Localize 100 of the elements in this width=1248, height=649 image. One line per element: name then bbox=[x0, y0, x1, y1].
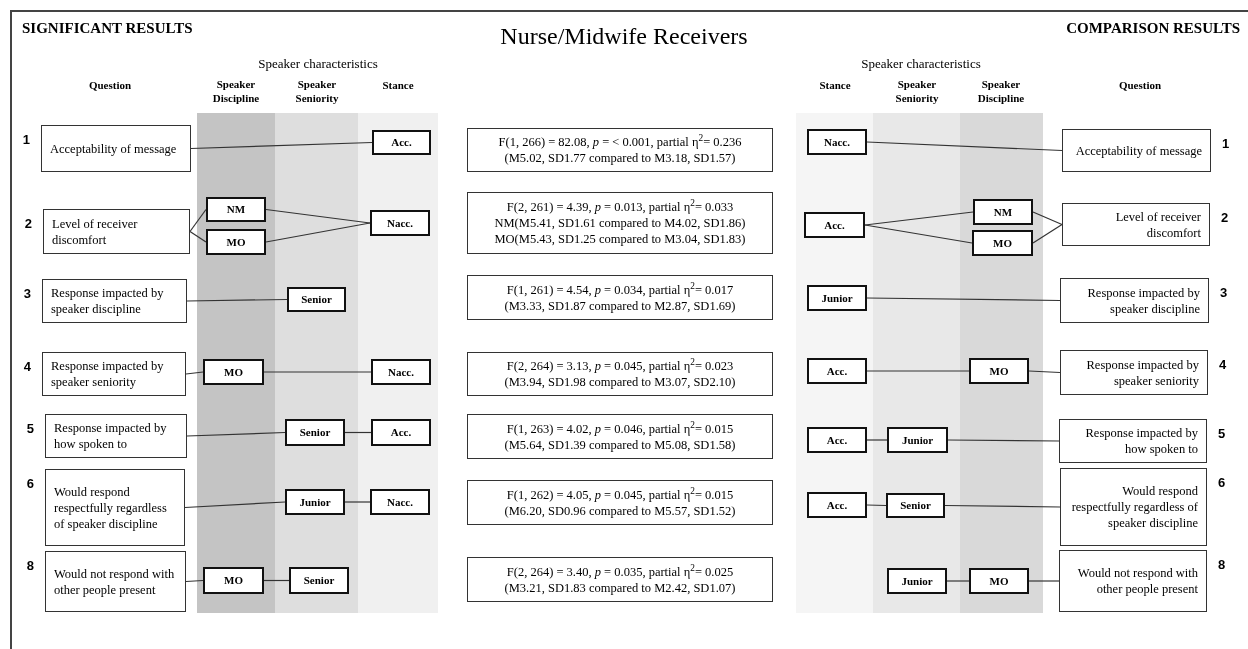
characteristic-box bbox=[206, 197, 266, 222]
column-header: Speaker characteristics bbox=[860, 55, 982, 73]
statistics-box bbox=[467, 557, 773, 602]
statistics-box bbox=[467, 128, 773, 172]
connector-line bbox=[189, 230, 207, 243]
connector-line bbox=[1028, 580, 1060, 582]
column-header: Stance bbox=[381, 78, 415, 93]
characteristic-box bbox=[887, 568, 947, 594]
connector-line bbox=[263, 579, 290, 582]
statistics-text: F(2, 264) = 3.13, p = 0.045, partial η$^{2}$= 0.023 bbox=[506, 358, 734, 374]
characteristic-text: Nacc. bbox=[387, 494, 413, 510]
connector-line bbox=[344, 431, 372, 434]
connector-line bbox=[265, 222, 371, 243]
question-text: Level of receiver discomfort bbox=[52, 215, 139, 248]
characteristic-text: Senior bbox=[301, 292, 332, 308]
row-number: 8 bbox=[1218, 557, 1226, 573]
column-header: Speaker characteristics bbox=[257, 55, 379, 73]
connector-line bbox=[864, 224, 973, 244]
connector-line bbox=[189, 208, 207, 233]
characteristic-text: Acc. bbox=[391, 135, 412, 151]
question-text: Response impacted by how spoken to bbox=[54, 420, 168, 452]
statistics-text: F(2, 261) = 4.39, p = 0.013, partial η$^{2}$= 0.033 bbox=[506, 199, 734, 215]
connector-line bbox=[866, 370, 970, 372]
characteristic-text: Acc. bbox=[824, 217, 845, 233]
row-number: 3 bbox=[23, 286, 31, 302]
characteristic-text: MO bbox=[226, 234, 246, 250]
characteristic-text: Senior bbox=[900, 498, 931, 514]
characteristic-box bbox=[807, 427, 867, 453]
characteristic-box bbox=[203, 567, 264, 594]
column-header: Question bbox=[1117, 78, 1163, 93]
statistics-text: F(1, 266) = 82.08, p = < 0.001, partial η$^{2}$= 0.236 bbox=[498, 134, 742, 150]
characteristic-box bbox=[887, 427, 948, 453]
column-header: Stance bbox=[818, 78, 852, 93]
statistics-box bbox=[467, 414, 773, 459]
section-heading: COMPARISON RESULTS bbox=[1065, 19, 1240, 38]
statistics-text: (M3.21, SD1.83 compared to M2.42, SD1.07) bbox=[504, 579, 736, 596]
connector-line bbox=[947, 439, 1060, 442]
characteristic-box bbox=[807, 285, 867, 311]
statistics-text: (M6.20, SD0.96 compared to M5.57, SD1.52) bbox=[504, 502, 736, 519]
characteristic-box bbox=[807, 492, 867, 518]
characteristic-box bbox=[886, 493, 945, 518]
diagram-title: Nurse/Midwife Receivers bbox=[499, 22, 749, 51]
characteristic-text: Junior bbox=[901, 432, 934, 448]
connector-line bbox=[184, 501, 286, 509]
statistics-box bbox=[467, 480, 773, 525]
statistics-text: (M3.33, SD1.87 compared to M2.87, SD1.69) bbox=[504, 297, 736, 314]
characteristic-text: Nacc. bbox=[388, 364, 414, 380]
characteristic-text: NM bbox=[993, 204, 1013, 220]
characteristic-text: MO bbox=[993, 235, 1012, 251]
characteristic-text: MO bbox=[989, 363, 1009, 379]
column-header: Speaker Seniority bbox=[294, 77, 340, 105]
connector-line bbox=[186, 431, 286, 437]
characteristic-text: Senior bbox=[303, 573, 335, 589]
characteristic-text: Acc. bbox=[826, 432, 848, 448]
statistics-text: F(1, 261) = 4.54, p = 0.034, partial η$^{2}$= 0.017 bbox=[506, 281, 734, 298]
statistics-text: (M3.94, SD1.98 compared to M3.07, SD2.10) bbox=[504, 374, 736, 390]
row-number: 1 bbox=[1222, 136, 1230, 152]
question-text: Would not respond with other people present bbox=[54, 565, 176, 598]
characteristic-box bbox=[370, 489, 430, 515]
question-text: Response impacted by speaker discipline bbox=[51, 285, 165, 317]
question-text: Would respond respectfully regardless of speaker discipline bbox=[54, 483, 168, 532]
row-number: 2 bbox=[1221, 210, 1229, 226]
column-header: Speaker Seniority bbox=[894, 77, 940, 105]
statistics-text: (M5.64, SD1.39 compared to M5.08, SD1.58) bbox=[504, 436, 736, 453]
row-number: 4 bbox=[23, 359, 31, 375]
column-header: Speaker Discipline bbox=[211, 77, 261, 105]
row-number: 3 bbox=[1220, 285, 1228, 301]
connector-line bbox=[1032, 223, 1063, 244]
statistics-text: NM(M5.41, SD1.61 compared to M4.02, SD1.86) bbox=[494, 215, 746, 231]
connector-line bbox=[1032, 211, 1063, 226]
characteristic-text: Senior bbox=[299, 425, 331, 441]
connector-line bbox=[185, 371, 204, 375]
characteristic-text: MO bbox=[224, 573, 243, 589]
connector-line bbox=[866, 141, 1063, 152]
column-header: Question bbox=[87, 78, 133, 93]
question-text: Acceptability of message bbox=[50, 140, 178, 157]
connector-line bbox=[866, 297, 1061, 302]
characteristic-box bbox=[973, 199, 1033, 225]
statistics-box bbox=[467, 275, 773, 320]
characteristic-box bbox=[287, 287, 346, 312]
connector-line bbox=[344, 501, 371, 503]
row-number: 4 bbox=[1219, 357, 1227, 373]
statistics-text: (M5.02, SD1.77 compared to M3.18, SD1.57) bbox=[504, 150, 736, 166]
question-text: Response impacted by speaker discipline bbox=[1086, 284, 1200, 317]
statistics-box bbox=[467, 192, 773, 254]
characteristic-box bbox=[372, 130, 431, 155]
question-text: Would not respond with other people present bbox=[1076, 565, 1198, 597]
question-text: Acceptability of message bbox=[1074, 142, 1202, 159]
characteristic-box bbox=[371, 419, 431, 446]
question-text: Level of receiver discomfort bbox=[1114, 208, 1201, 241]
characteristic-text: Nacc. bbox=[387, 215, 413, 231]
characteristic-box bbox=[370, 210, 430, 236]
characteristic-box bbox=[203, 359, 264, 385]
characteristic-text: Junior bbox=[901, 573, 933, 589]
question-text: Would respond respectfully regardless of speaker discipline bbox=[1070, 483, 1198, 531]
connector-line bbox=[864, 211, 974, 226]
characteristic-box bbox=[972, 230, 1033, 256]
row-number: 8 bbox=[26, 558, 34, 574]
connector-line bbox=[946, 580, 970, 582]
characteristic-box bbox=[371, 359, 431, 385]
